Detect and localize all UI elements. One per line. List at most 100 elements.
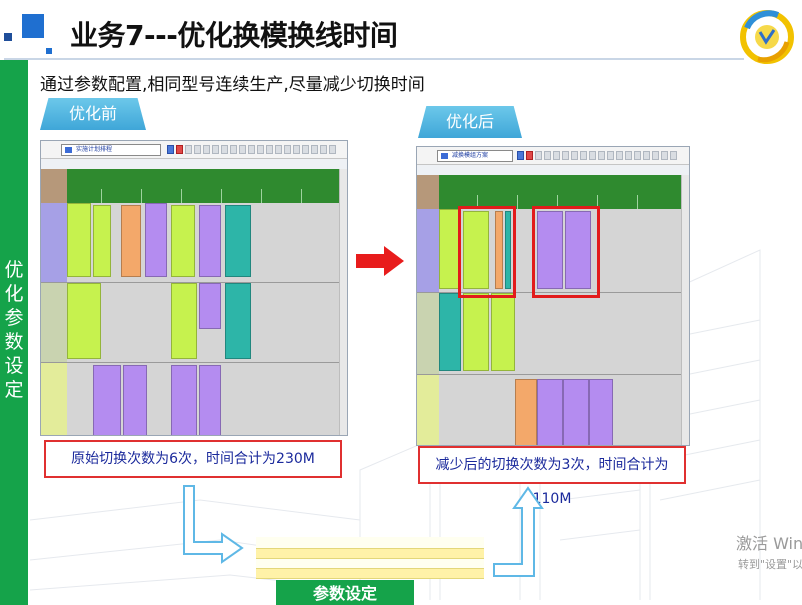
- gantt-bar[interactable]: [123, 365, 147, 435]
- param-row[interactable]: [256, 539, 484, 549]
- gantt-toolbar: 实施计划排程: [41, 141, 347, 159]
- gantt-bar[interactable]: [121, 205, 141, 277]
- tab-before-optimization[interactable]: 优化前: [40, 98, 146, 130]
- gantt-bar[interactable]: [491, 293, 515, 371]
- tool-icon[interactable]: [185, 145, 192, 154]
- gantt-row: [439, 293, 689, 375]
- gantt-bar[interactable]: [565, 211, 591, 289]
- gantt-row: [67, 203, 347, 283]
- gantt-bar[interactable]: [537, 379, 563, 445]
- tool-icon[interactable]: [239, 145, 246, 154]
- close-icon[interactable]: [176, 145, 183, 154]
- tool-icon[interactable]: [598, 151, 605, 160]
- summary-before: 原始切换次数为6次，时间合计为230M: [44, 440, 342, 478]
- tool-icon[interactable]: [212, 145, 219, 154]
- tool-icon[interactable]: [311, 145, 318, 154]
- gantt-bar[interactable]: [93, 205, 111, 277]
- windows-activation-subtext: 转到"设置"以: [738, 558, 802, 571]
- tool-icon[interactable]: [562, 151, 569, 160]
- schedule-icon[interactable]: [167, 145, 174, 154]
- gantt-row-label: [41, 203, 67, 283]
- param-settings-tab[interactable]: 参数设定: [276, 580, 414, 605]
- tool-icon[interactable]: [571, 151, 578, 160]
- gantt-bar[interactable]: [505, 211, 511, 289]
- side-bar: [0, 60, 28, 605]
- close-icon[interactable]: [526, 151, 533, 160]
- tab-after-optimization[interactable]: 优化后: [418, 106, 522, 138]
- tool-icon[interactable]: [257, 145, 264, 154]
- tool-icon[interactable]: [652, 151, 659, 160]
- gantt-bar[interactable]: [463, 293, 489, 371]
- tool-icon[interactable]: [580, 151, 587, 160]
- gantt-bar[interactable]: [515, 379, 537, 445]
- side-bar-label: 优化参数设定: [4, 259, 24, 401]
- tool-icon[interactable]: [544, 151, 551, 160]
- gantt-row-label: [41, 283, 67, 363]
- vertical-scrollbar[interactable]: [681, 175, 689, 445]
- gantt-bar[interactable]: [171, 283, 197, 359]
- gantt-corner-cell: [41, 169, 67, 203]
- gantt-bar[interactable]: [537, 211, 563, 289]
- gantt-bar[interactable]: [495, 211, 503, 289]
- tool-icon[interactable]: [607, 151, 614, 160]
- gantt-bar[interactable]: [563, 379, 589, 445]
- company-logo-icon: [740, 10, 794, 64]
- red-right-arrow-icon: [356, 246, 404, 276]
- page-title: 业务7---优化换模换线时间: [70, 19, 398, 52]
- logo-square-mini: [46, 48, 52, 54]
- gantt-bar[interactable]: [93, 365, 121, 435]
- gantt-row-label: [417, 209, 439, 293]
- gantt-timeline-header: [41, 169, 347, 203]
- gantt-bar[interactable]: [589, 379, 613, 445]
- tool-icon[interactable]: [634, 151, 641, 160]
- gantt-bar[interactable]: [67, 283, 101, 359]
- plan-select[interactable]: 实施计划排程: [61, 144, 161, 156]
- gantt-bar[interactable]: [171, 205, 195, 277]
- tool-icon[interactable]: [293, 145, 300, 154]
- tool-icon[interactable]: [230, 145, 237, 154]
- gantt-bar[interactable]: [199, 205, 221, 277]
- tool-icon[interactable]: [535, 151, 542, 160]
- tool-icon[interactable]: [275, 145, 282, 154]
- tool-icon[interactable]: [589, 151, 596, 160]
- vertical-scrollbar[interactable]: [339, 169, 347, 435]
- parameter-table: [256, 537, 484, 579]
- tool-icon[interactable]: [248, 145, 255, 154]
- gantt-bar[interactable]: [463, 211, 489, 289]
- schedule-icon[interactable]: [517, 151, 524, 160]
- gantt-corner-cell: [417, 175, 439, 209]
- summary-after: 减少后的切换次数为3次，时间合计为110M: [418, 446, 686, 507]
- param-row[interactable]: [256, 569, 484, 579]
- gantt-toolbar: 减换模组方案: [417, 147, 689, 165]
- tool-icon[interactable]: [284, 145, 291, 154]
- tool-icon[interactable]: [643, 151, 650, 160]
- up-arrow-icon: [493, 486, 544, 577]
- gantt-bar[interactable]: [145, 203, 167, 277]
- gantt-bar[interactable]: [171, 365, 197, 435]
- param-row[interactable]: [256, 549, 484, 559]
- gantt-bar[interactable]: [199, 283, 221, 329]
- highlight-box: [458, 206, 516, 298]
- tool-icon[interactable]: [329, 145, 336, 154]
- tool-icon[interactable]: [320, 145, 327, 154]
- param-row[interactable]: [256, 559, 484, 569]
- tool-icon[interactable]: [670, 151, 677, 160]
- plan-select[interactable]: 减换模组方案: [437, 150, 513, 162]
- logo-square-small: [4, 33, 12, 41]
- tool-icon[interactable]: [302, 145, 309, 154]
- gantt-bar[interactable]: [225, 283, 251, 359]
- tool-icon[interactable]: [194, 145, 201, 154]
- tool-icon[interactable]: [553, 151, 560, 160]
- tool-icon[interactable]: [203, 145, 210, 154]
- tool-icon[interactable]: [221, 145, 228, 154]
- tool-icon[interactable]: [625, 151, 632, 160]
- gantt-bar[interactable]: [225, 205, 251, 277]
- gantt-bar[interactable]: [67, 203, 91, 277]
- tool-icon[interactable]: [616, 151, 623, 160]
- tool-icon[interactable]: [266, 145, 273, 154]
- toolbar-icon-strip: [517, 151, 677, 161]
- gantt-row-label: [41, 363, 67, 435]
- gantt-bar[interactable]: [439, 293, 461, 371]
- tool-icon[interactable]: [661, 151, 668, 160]
- gantt-bar[interactable]: [199, 365, 221, 435]
